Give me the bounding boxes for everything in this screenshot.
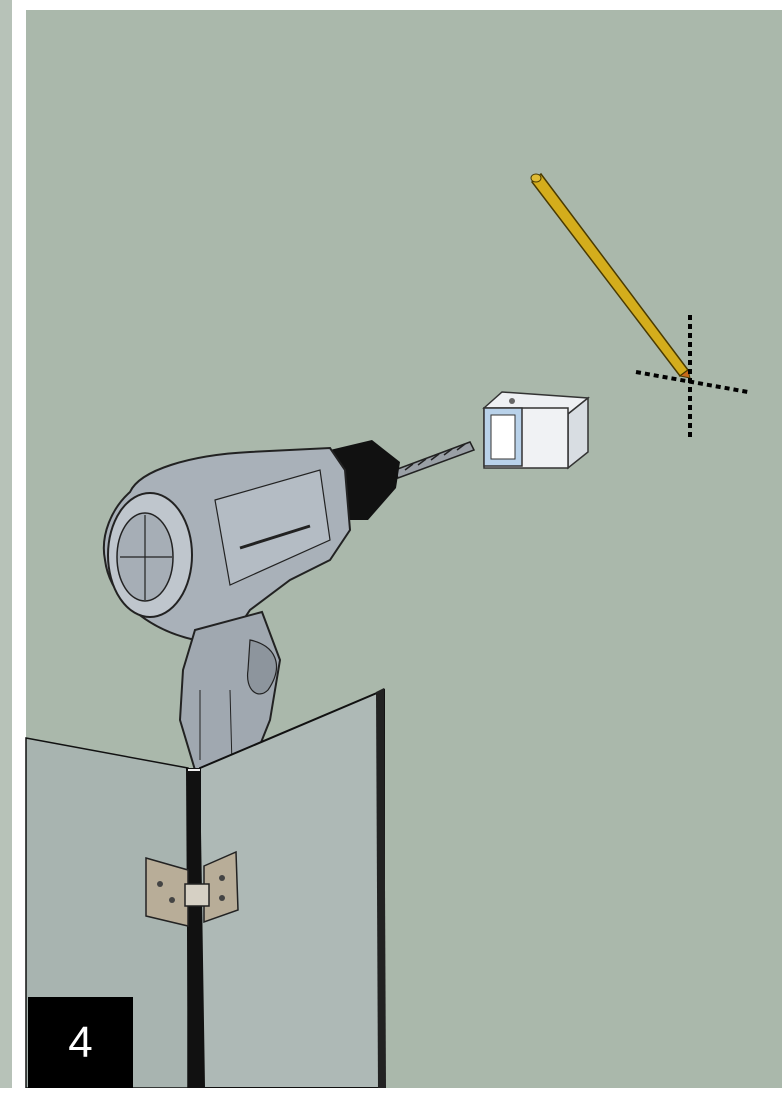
step-number-badge: 4 [28, 997, 133, 1088]
drill-icon [102, 440, 476, 771]
square-spacer-icon [482, 391, 590, 470]
hinge-icon [145, 850, 239, 927]
step-number: 4 [68, 1017, 93, 1067]
crosshair-mark-icon [635, 315, 749, 440]
right-panel-edge [376, 688, 386, 1088]
left-frame-strip [0, 0, 12, 1088]
panel-joint [186, 768, 205, 1088]
